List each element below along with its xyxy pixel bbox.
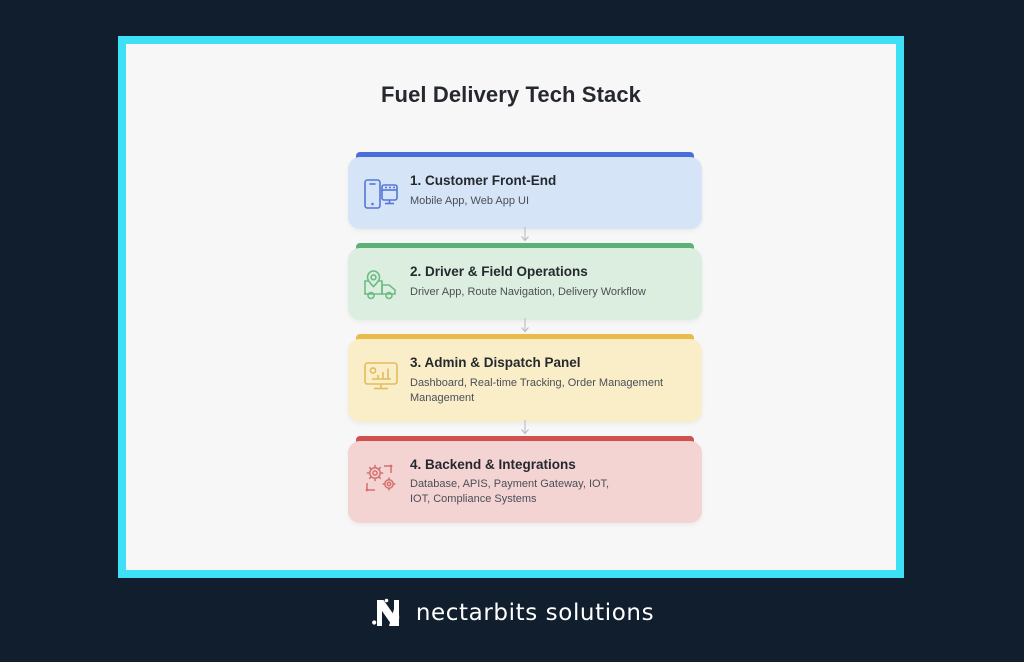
step-text: 2. Driver & Field Operations Driver App,… [410,262,688,300]
footer-branding: nectarbits solutions [0,596,1024,630]
step-card[interactable]: 2. Driver & Field Operations Driver App,… [348,248,702,320]
step-subtitle: Dashboard, Real-time Tracking, Order Man… [410,376,664,404]
step-subtitle: Mobile App, Web App UI [410,194,530,207]
tech-stack-list: 1. Customer Front-End Mobile App, Web Ap… [348,152,702,524]
gears-integration-icon [362,459,400,497]
stack-step-customer-front-end[interactable]: 1. Customer Front-End Mobile App, Web Ap… [348,152,702,242]
dashboard-monitor-icon [362,357,400,395]
mobile-web-icon [362,175,400,213]
footer-brand-name: nectarbits solutions [415,600,655,626]
stack-step-admin-dispatch-panel[interactable]: 3. Admin & Dispatch Panel Dashboard, Rea… [348,334,702,434]
step-subtitle: Database, APIS, Payment Gateway, IOT, IO… [410,478,610,506]
connector-arrow-down-icon [521,227,529,242]
connector-arrow-down-icon [521,419,529,434]
step-title: 3. Admin & Dispatch Panel [410,355,581,370]
step-accent-bar [356,152,694,159]
diagram-canvas: Fuel Delivery Tech Stack [126,44,896,570]
connector-arrow-down-icon [521,318,529,333]
step-accent-bar [356,435,694,443]
step-title: 2. Driver & Field Operations [410,264,588,279]
step-text: 3. Admin & Dispatch Panel Dashboard, Rea… [410,353,688,406]
step-title: 4. Backend & Integrations [410,456,576,472]
step-accent-bar [356,334,694,341]
step-text: 4. Backend & Integrations Database, APIS… [410,455,688,508]
stack-step-driver-field-operations[interactable]: 2. Driver & Field Operations Driver App,… [348,243,702,333]
delivery-truck-icon [362,266,400,304]
step-card[interactable]: 4. Backend & Integrations Database, APIS… [348,440,702,524]
diagram-frame: Fuel Delivery Tech Stack [118,36,904,578]
step-title: 1. Customer Front-End [410,173,557,188]
page-title: Fuel Delivery Tech Stack [381,82,641,107]
step-card[interactable]: 1. Customer Front-End Mobile App, Web Ap… [348,157,702,229]
stack-step-backend-integrations[interactable]: 4. Backend & Integrations Database, APIS… [348,435,702,524]
nectarbits-monogram-icon [371,598,400,626]
step-card[interactable]: 3. Admin & Dispatch Panel Dashboard, Rea… [348,339,702,422]
step-accent-bar [356,243,694,250]
step-text: 1. Customer Front-End Mobile App, Web Ap… [410,171,688,209]
step-subtitle: Driver App, Route Navigation, Delivery W… [410,285,646,298]
